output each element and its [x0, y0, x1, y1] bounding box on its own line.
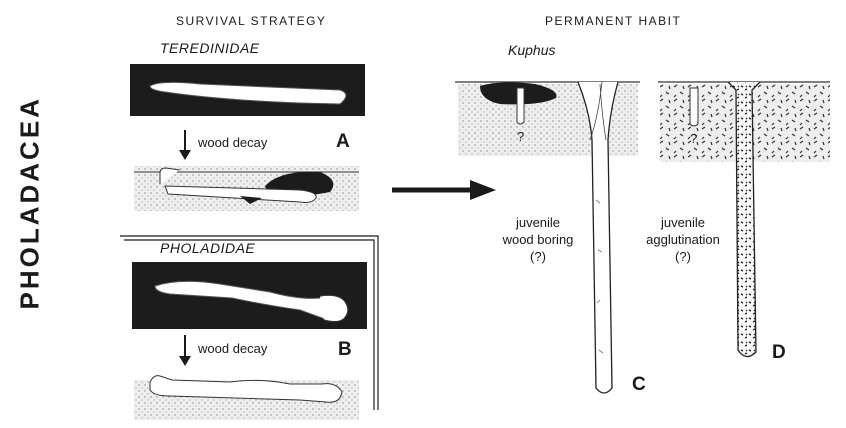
note-d: juvenile agglutination (?): [640, 214, 726, 265]
note-c: juvenile wood boring (?): [498, 214, 578, 265]
note-c-line3: (?): [498, 248, 578, 265]
teredinidae-wood-block: [130, 64, 365, 116]
note-d-line1: juvenile: [640, 214, 726, 231]
note-d-line2: agglutination: [640, 231, 726, 248]
note-d-line3: (?): [640, 248, 726, 265]
decay-arrow-b: [179, 335, 191, 366]
decay-arrow-a: [179, 130, 191, 160]
transition-arrow: [392, 180, 496, 200]
wood-decay-label-b: wood decay: [198, 340, 267, 357]
heading-permanent-habit: PERMANENT HABIT: [545, 14, 681, 28]
pholadidae-sediment-block: [134, 376, 359, 420]
genus-kuphus: Kuphus: [508, 42, 555, 58]
kuphus-juvenile-question: ?: [517, 128, 524, 145]
teredinidae-sediment-block: [134, 166, 359, 211]
family-teredinidae: TEREDINIDAE: [160, 40, 260, 56]
agglutination-juvenile-question: ?: [690, 130, 697, 147]
heading-survival-strategy: SURVIVAL STRATEGY: [176, 14, 326, 28]
panel-label-d: D: [772, 342, 786, 364]
panel-label-b: B: [338, 339, 352, 361]
wood-decay-label-a: wood decay: [198, 134, 267, 151]
panel-label-a: A: [336, 131, 350, 153]
family-pholadidae: PHOLADIDAE: [160, 240, 255, 256]
note-c-line2: wood boring: [498, 231, 578, 248]
superfamily-label: PHOLADACEA: [15, 130, 46, 310]
panel-label-c: C: [632, 374, 646, 396]
note-c-line1: juvenile: [498, 214, 578, 231]
pholadidae-wood-block: [132, 262, 367, 329]
